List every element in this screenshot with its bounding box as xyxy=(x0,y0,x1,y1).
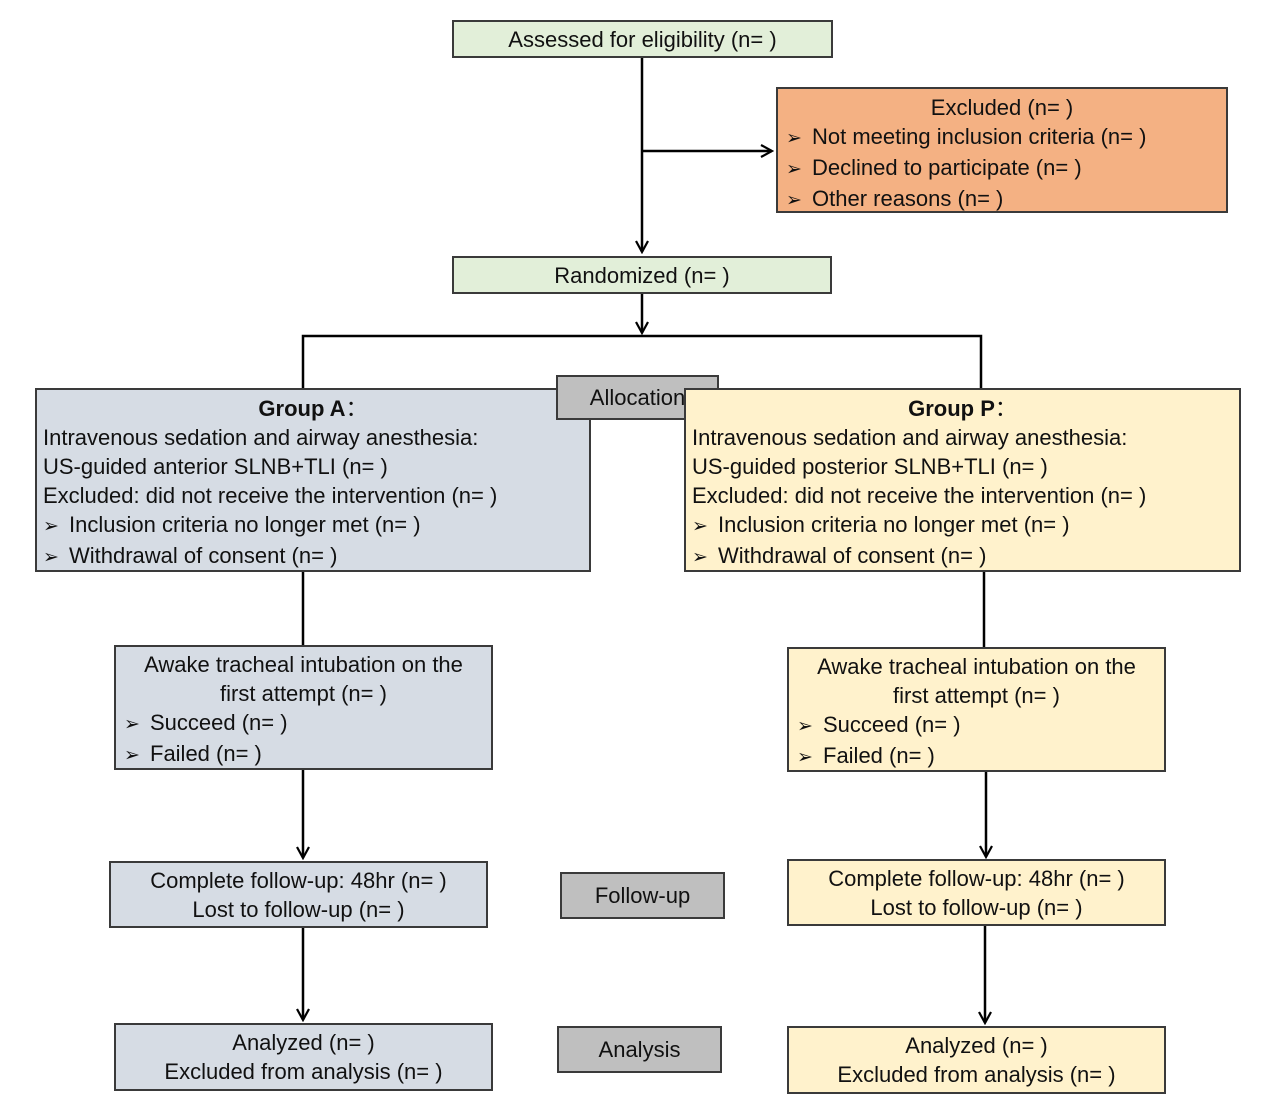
group-a-box: Group A： Intravenous sedation and airway… xyxy=(35,388,591,572)
excluded-item-label: Declined to participate (n= ) xyxy=(812,155,1082,180)
arrow-bullet-icon: ➢ xyxy=(692,547,708,568)
group-p-intubation-bullet-label: Succeed (n= ) xyxy=(823,712,961,737)
group-a-analysis-line: Excluded from analysis (n= ) xyxy=(164,1059,443,1084)
group-p-line: US-guided posterior SLNB+TLI (n= ) xyxy=(692,454,1048,479)
group-a-analysis-line: Analyzed (n= ) xyxy=(232,1030,375,1055)
group-p-bullet: ➢ Inclusion criteria no longer met (n= ) xyxy=(692,510,1233,541)
group-a-followup-box: Complete follow-up: 48hr (n= ) Lost to f… xyxy=(109,861,488,928)
group-a-analysis-box: Analyzed (n= ) Excluded from analysis (n… xyxy=(114,1023,493,1091)
arrow-bullet-icon: ➢ xyxy=(124,714,140,735)
group-p-intubation-bullet: ➢ Succeed (n= ) xyxy=(797,710,1156,741)
excluded-item: ➢ Other reasons (n= ) xyxy=(786,184,1218,215)
group-a-title-suffix: ： xyxy=(345,396,368,421)
group-a-followup-line: Complete follow-up: 48hr (n= ) xyxy=(150,868,447,893)
group-a-line: Intravenous sedation and airway anesthes… xyxy=(43,425,479,450)
randomized-box: Randomized (n= ) xyxy=(452,256,832,294)
arrow-bullet-icon: ➢ xyxy=(786,190,802,211)
group-a-intubation-box: Awake tracheal intubation on the first a… xyxy=(114,645,493,770)
analysis-stage-box: Analysis xyxy=(557,1026,722,1073)
group-a-intubation-bullet: ➢ Failed (n= ) xyxy=(124,739,483,770)
followup-stage-box: Follow-up xyxy=(560,872,725,919)
group-p-bullet-label: Inclusion criteria no longer met (n= ) xyxy=(718,512,1070,537)
arrow-bullet-icon: ➢ xyxy=(786,128,802,149)
arrow-bullet-icon: ➢ xyxy=(797,747,813,768)
group-p-followup-line: Lost to follow-up (n= ) xyxy=(870,895,1083,920)
group-a-intubation-line: Awake tracheal intubation on the xyxy=(144,652,463,677)
group-p-bullet-label: Withdrawal of consent (n= ) xyxy=(718,543,987,568)
arrow-bullet-icon: ➢ xyxy=(797,716,813,737)
assessed-box: Assessed for eligibility (n= ) xyxy=(452,20,833,58)
excluded-title: Excluded (n= ) xyxy=(930,95,1074,120)
group-p-line: Intravenous sedation and airway anesthes… xyxy=(692,425,1128,450)
group-a-intubation-bullet: ➢ Succeed (n= ) xyxy=(124,708,483,739)
group-p-intubation-box: Awake tracheal intubation on the first a… xyxy=(787,647,1166,772)
group-a-intubation-line: first attempt (n= ) xyxy=(220,681,387,706)
group-p-analysis-line: Excluded from analysis (n= ) xyxy=(837,1062,1116,1087)
group-a-title-text: Group A xyxy=(258,396,346,421)
group-a-bullet: ➢ Inclusion criteria no longer met (n= ) xyxy=(43,510,583,541)
arrow-bullet-icon: ➢ xyxy=(786,159,802,180)
group-p-title-suffix: ： xyxy=(994,396,1017,421)
group-p-box: Group P： Intravenous sedation and airway… xyxy=(684,388,1241,572)
group-p-title-text: Group P xyxy=(908,396,995,421)
group-p-title: Group P： xyxy=(692,394,1233,423)
group-p-followup-line: Complete follow-up: 48hr (n= ) xyxy=(828,866,1125,891)
excluded-box: Excluded (n= ) ➢ Not meeting inclusion cr… xyxy=(776,87,1228,213)
group-p-intubation-line: first attempt (n= ) xyxy=(893,683,1060,708)
group-p-analysis-box: Analyzed (n= ) Excluded from analysis (n… xyxy=(787,1026,1166,1094)
excluded-item-label: Other reasons (n= ) xyxy=(812,186,1004,211)
group-a-followup-line: Lost to follow-up (n= ) xyxy=(192,897,405,922)
group-p-line: Excluded: did not receive the interventi… xyxy=(692,483,1147,508)
group-p-followup-box: Complete follow-up: 48hr (n= ) Lost to f… xyxy=(787,859,1166,926)
excluded-item: ➢ Declined to participate (n= ) xyxy=(786,153,1218,184)
group-a-bullet: ➢ Withdrawal of consent (n= ) xyxy=(43,541,583,572)
group-p-intubation-bullet: ➢ Failed (n= ) xyxy=(797,741,1156,772)
arrow-bullet-icon: ➢ xyxy=(43,547,59,568)
arrow-bullet-icon: ➢ xyxy=(124,745,140,766)
assessed-label: Assessed for eligibility (n= ) xyxy=(508,26,777,52)
group-p-intubation-line: Awake tracheal intubation on the xyxy=(817,654,1136,679)
group-a-bullet-label: Inclusion criteria no longer met (n= ) xyxy=(69,512,421,537)
group-p-bullet: ➢ Withdrawal of consent (n= ) xyxy=(692,541,1233,572)
group-a-line: Excluded: did not receive the interventi… xyxy=(43,483,498,508)
group-a-title: Group A： xyxy=(43,394,583,423)
group-a-intubation-bullet-label: Succeed (n= ) xyxy=(150,710,288,735)
group-a-line: US-guided anterior SLNB+TLI (n= ) xyxy=(43,454,388,479)
allocation-label: Allocation xyxy=(589,385,686,410)
excluded-item: ➢ Not meeting inclusion criteria (n= ) xyxy=(786,122,1218,153)
analysis-label: Analysis xyxy=(598,1037,681,1062)
followup-label: Follow-up xyxy=(594,883,691,908)
group-p-analysis-line: Analyzed (n= ) xyxy=(905,1033,1048,1058)
group-a-intubation-bullet-label: Failed (n= ) xyxy=(150,741,262,766)
group-a-bullet-label: Withdrawal of consent (n= ) xyxy=(69,543,338,568)
arrow-bullet-icon: ➢ xyxy=(692,516,708,537)
arrow-bullet-icon: ➢ xyxy=(43,516,59,537)
group-p-intubation-bullet-label: Failed (n= ) xyxy=(823,743,935,768)
randomized-label: Randomized (n= ) xyxy=(554,262,730,288)
excluded-item-label: Not meeting inclusion criteria (n= ) xyxy=(812,124,1147,149)
split-branch-line xyxy=(301,334,983,388)
